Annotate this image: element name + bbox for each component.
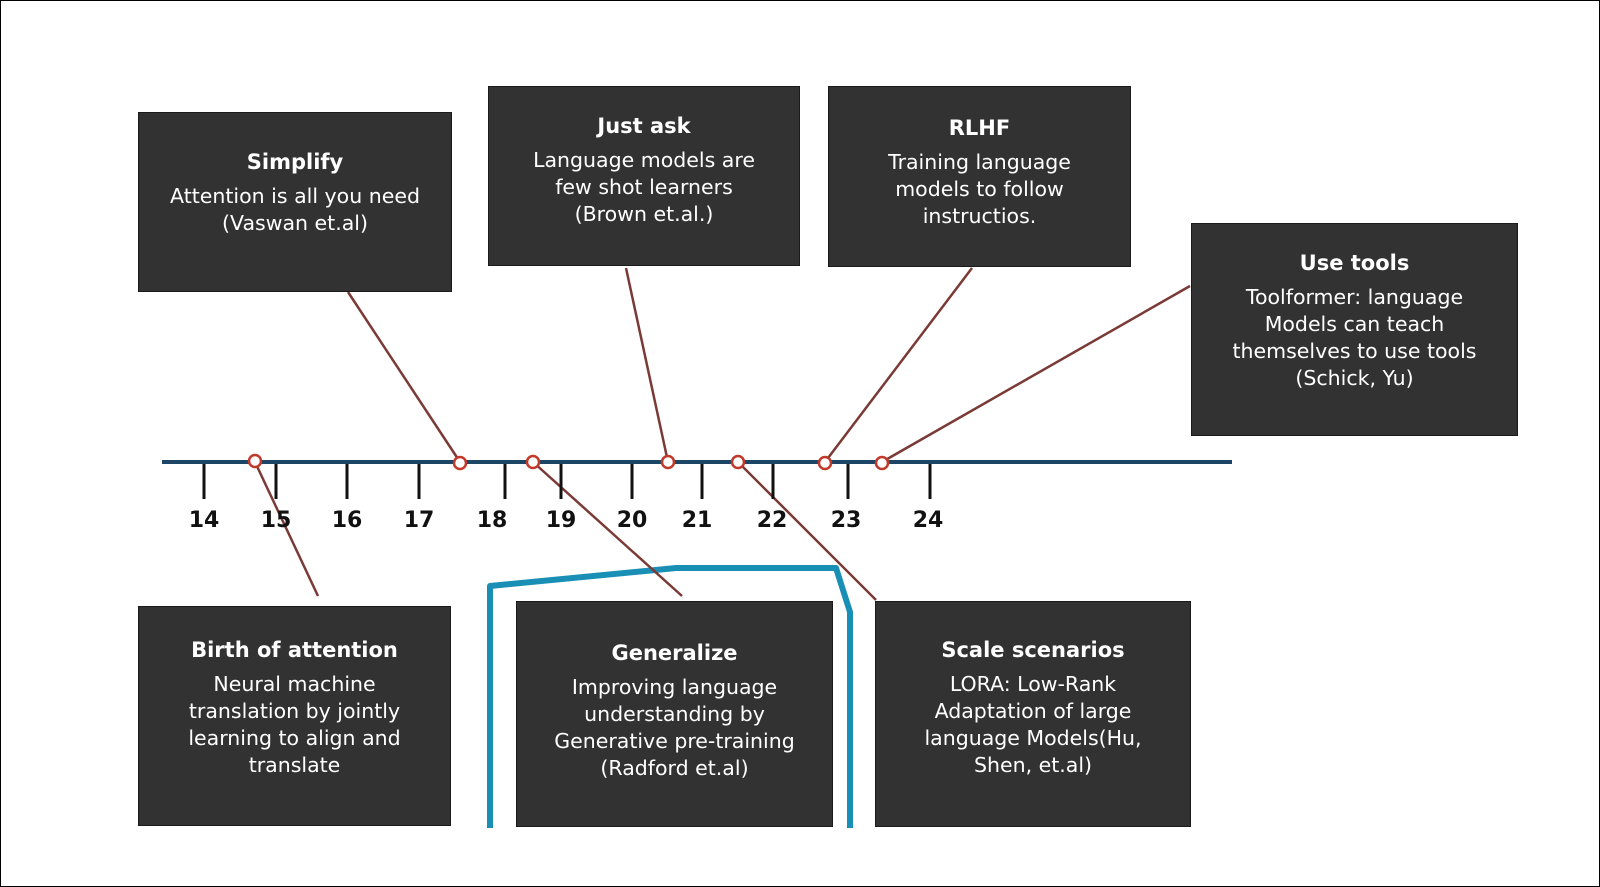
event-box-scale-scenarios: Scale scenarios LORA: Low-Rank Adaptatio… (875, 601, 1191, 827)
marker-birth-of-attention (247, 453, 263, 469)
marker-scale-scenarios (730, 454, 746, 470)
event-title: RLHF (948, 116, 1011, 140)
tick-label-24: 24 (912, 508, 944, 533)
tick-label-18: 18 (476, 508, 508, 533)
marker-simplify (452, 455, 468, 471)
event-description: Neural machine translation by jointly le… (188, 672, 401, 777)
event-description: Improving language understanding by Gene… (554, 675, 795, 780)
event-title: Simplify (246, 150, 344, 174)
event-title: Scale scenarios (941, 638, 1125, 662)
connector-use-tools (881, 284, 1191, 464)
marker-use-tools (874, 455, 890, 471)
event-box-simplify: Simplify Attention is all you need (Vasw… (138, 112, 452, 292)
event-box-just-ask: Just ask Language models are few shot le… (488, 86, 800, 266)
connector-rlhf (824, 267, 973, 463)
event-box-generalize: Generalize Improving language understand… (516, 601, 833, 827)
tick-label-15: 15 (260, 508, 292, 533)
event-title: Generalize (611, 641, 738, 665)
connector-generalize (532, 461, 683, 597)
event-description: Language models are few shot learners (B… (533, 148, 755, 226)
marker-generalize (525, 454, 541, 470)
event-description: Training language models to follow instr… (888, 150, 1071, 228)
marker-rlhf (817, 455, 833, 471)
tick-label-16: 16 (331, 508, 363, 533)
event-markers (247, 453, 890, 471)
tick-label-19: 19 (545, 508, 577, 533)
event-description: Toolformer: language Models can teach th… (1232, 285, 1477, 390)
generalize-highlight-outline (487, 565, 853, 828)
timeline-ticks (202, 464, 932, 499)
connector-birth-of-attention (253, 461, 320, 597)
event-box-rlhf: RLHF Training language models to follow … (828, 86, 1131, 267)
connector-scale-scenarios (737, 461, 877, 601)
event-title: Birth of attention (191, 638, 398, 662)
tick-label-14: 14 (188, 508, 220, 533)
event-description: LORA: Low-Rank Adaptation of large langu… (924, 672, 1142, 777)
event-box-birth-of-attention: Birth of attention Neural machine transl… (138, 606, 451, 826)
event-title: Use tools (1299, 251, 1410, 275)
event-title: Just ask (597, 114, 691, 138)
tick-label-23: 23 (830, 508, 862, 533)
tick-label-22: 22 (756, 508, 788, 533)
connector-simplify (346, 291, 462, 463)
tick-label-17: 17 (403, 508, 435, 533)
event-box-use-tools: Use tools Toolformer: language Models ca… (1191, 223, 1518, 436)
tick-label-21: 21 (681, 508, 713, 533)
tick-label-20: 20 (616, 508, 648, 533)
marker-just-ask (660, 454, 676, 470)
event-description: Attention is all you need (Vaswan et.al) (170, 184, 420, 235)
connector-just-ask (624, 267, 670, 463)
